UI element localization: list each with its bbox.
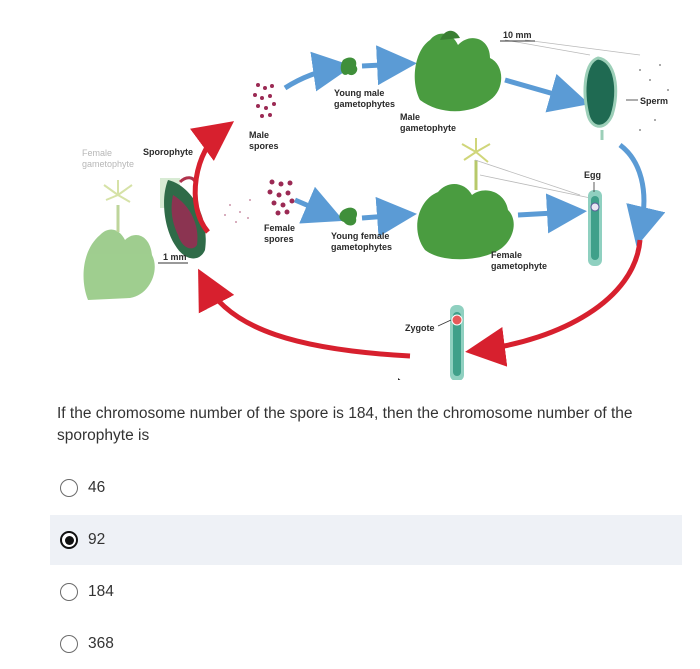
option-label: 92 (88, 531, 106, 548)
answer-option-1[interactable]: 46 (50, 463, 682, 513)
answer-option-4[interactable]: 368 (50, 619, 682, 669)
male-gametophyte-image (414, 30, 502, 112)
label-young-female-gametophytes: Young female gametophytes (331, 231, 393, 252)
zygote-image (437, 305, 464, 380)
young-female-gametophyte-image (339, 207, 358, 226)
question-text: If the chromosome number of the spore is… (57, 405, 633, 444)
option-label: 184 (88, 583, 114, 600)
archegonium-image (588, 190, 602, 266)
option-label: 368 (88, 635, 114, 652)
label-egg: Egg (584, 170, 601, 180)
male-spores-image (253, 83, 276, 118)
label-female-spores: Female spores (264, 223, 296, 244)
female-gametophyte-image (417, 138, 514, 260)
life-cycle-diagram: Female gametophyte Sporophyte Male spore… (82, 30, 669, 380)
label-sporophyte: Sporophyte (143, 147, 194, 157)
female-spores-image (267, 179, 295, 216)
label-zygote: Zygote (405, 323, 435, 333)
young-male-gametophyte-image (340, 57, 358, 76)
radio-button[interactable] (60, 583, 78, 601)
radio-dot-icon (64, 535, 74, 545)
answer-option-3[interactable]: 184 (50, 567, 682, 617)
label-male-gametophyte: Male gametophyte (400, 112, 457, 133)
label-scale-10mm: 10 mm (503, 30, 532, 40)
answer-option-2[interactable]: 92 (50, 515, 682, 565)
antheridium-image (583, 56, 669, 140)
option-label: 46 (88, 479, 106, 496)
sporophyte-capsule-image (160, 176, 206, 259)
label-scale-1mm: 1 mm (163, 252, 187, 262)
mouse-cursor-icon (398, 378, 401, 380)
label-male-spores: Male spores (249, 130, 279, 151)
life-cycle-figure (83, 30, 669, 380)
label-female-gametophyte-left: Female gametophyte (82, 148, 135, 169)
left-female-gametophyte-image (83, 180, 155, 300)
label-female-gametophyte: Female gametophyte (491, 250, 548, 271)
diploid-arrows (190, 121, 643, 367)
label-sperm: Sperm (640, 96, 669, 106)
haploid-arrows (283, 45, 666, 247)
radio-button-selected[interactable] (60, 531, 78, 549)
radio-button[interactable] (60, 479, 78, 497)
label-young-male-gametophytes: Young male gametophytes (334, 88, 396, 109)
radio-button[interactable] (60, 635, 78, 653)
